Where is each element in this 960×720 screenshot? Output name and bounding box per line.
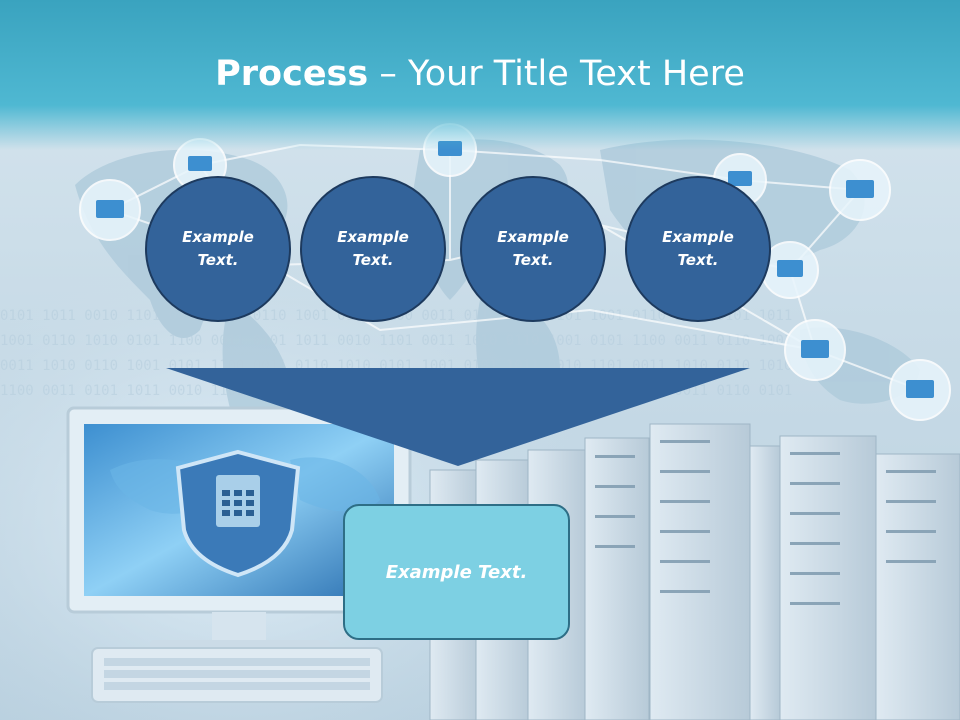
process-circle-3[interactable]: Example Text. [460, 176, 606, 322]
process-circle-4[interactable]: Example Text. [625, 176, 771, 322]
process-circle-label: Example Text. [497, 228, 569, 269]
funnel-arrow[interactable] [166, 368, 750, 466]
servers-illustration [429, 423, 960, 720]
process-circle-1[interactable]: Example Text. [145, 176, 291, 322]
process-circle-label: Example Text. [662, 228, 734, 269]
process-circle-2[interactable]: Example Text. [300, 176, 446, 322]
monitor-illustration [66, 406, 412, 703]
result-box-label: Example Text. [385, 561, 528, 583]
process-circle-label: Example Text. [337, 228, 409, 269]
title-bar [0, 0, 960, 150]
svg-text:1001 0110 1010 0101 1100 0011: 1001 0110 1010 0101 1100 0011 0101 1011 … [0, 333, 792, 349]
slide-title: Process – Your Title Text Here [0, 52, 960, 96]
result-box[interactable]: Example Text. [343, 504, 570, 640]
title-rest: – Your Title Text Here [368, 54, 745, 94]
process-circle-label: Example Text. [182, 228, 254, 269]
title-bold: Process [215, 54, 369, 94]
